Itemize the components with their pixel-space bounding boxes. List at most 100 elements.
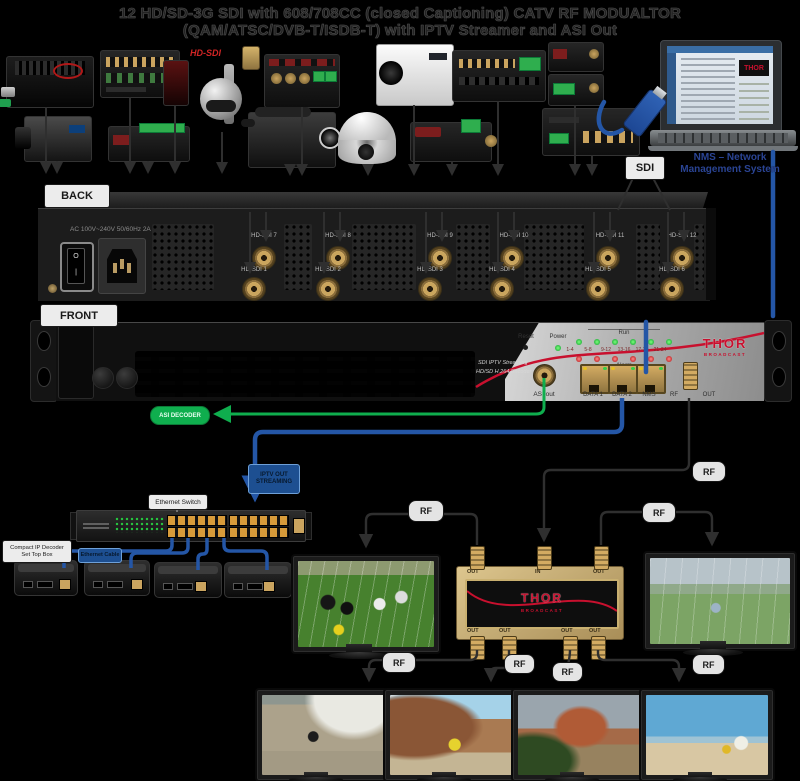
splitter-out-label: OUT	[467, 569, 479, 575]
splitter-out-connector	[470, 636, 485, 660]
sdi-input-label: HD-SDI 3	[417, 267, 443, 273]
bnc-input-4	[490, 277, 514, 301]
rf-label: RF	[692, 654, 725, 675]
splitter-out-label: OUT	[499, 628, 511, 634]
vent-grid	[352, 224, 416, 290]
switch-uplink-port	[293, 518, 305, 534]
bnc-connector	[299, 73, 310, 84]
stb-ethernet-port	[59, 579, 71, 590]
splitter-out-label: OUT	[593, 569, 605, 575]
vent-strip	[106, 87, 146, 92]
front-panel-tag: FRONT	[40, 304, 118, 327]
led-channel-label: 21-24	[653, 347, 667, 353]
splitter-brand: THOR	[521, 591, 563, 605]
red-badge	[553, 49, 567, 59]
reset-hole	[523, 345, 528, 350]
vent-grid	[636, 224, 660, 290]
thor-logo-screen: THOR	[739, 60, 769, 76]
thumb-screw	[92, 367, 114, 389]
tv-skate	[255, 688, 391, 781]
bnc-stub	[1, 87, 15, 97]
run-led-group-label: Run	[588, 329, 660, 338]
bnc-connector	[589, 83, 599, 93]
tv-screen-soccer	[298, 561, 434, 647]
red-logo-ring	[53, 63, 83, 79]
sdi-input-label: HD-SDI 1	[241, 267, 267, 273]
run-led	[666, 339, 672, 345]
bnc-input-2	[316, 277, 340, 301]
sdi-source-module-a	[548, 42, 604, 72]
nms-laptop-screen: THOR	[660, 40, 782, 132]
nms-caption-line2: Management System	[680, 164, 780, 175]
rf-label: RF	[552, 662, 583, 682]
bnc-input-5	[586, 277, 610, 301]
vent-grid	[152, 224, 214, 290]
ethernet-cable-label: Ethernet Cable	[78, 548, 122, 563]
sdi-source-box-camera-white	[376, 44, 454, 106]
camera-handle	[255, 107, 311, 117]
terminal-block	[553, 83, 575, 95]
rack-hole	[772, 367, 786, 387]
run-led	[594, 339, 600, 345]
back-panel-top-edge	[44, 192, 708, 209]
terminal-block	[461, 119, 481, 133]
splitter-out-label: OUT	[561, 628, 573, 634]
rf-label: RF	[408, 500, 444, 522]
alarm-led	[630, 356, 636, 362]
led-channel-label: 17-20	[635, 347, 649, 353]
connector-row	[459, 59, 515, 68]
run-led	[576, 339, 582, 345]
app-titlebar	[667, 46, 773, 53]
vent-strip	[459, 77, 539, 85]
splitter-out-connector	[470, 546, 485, 570]
pin	[113, 263, 117, 273]
back-panel-tag: BACK	[44, 184, 110, 208]
nms-caption-line1: NMS – Network	[693, 152, 767, 163]
rack-hole	[37, 367, 51, 387]
set-top-box	[224, 562, 292, 598]
app-table-rows	[739, 82, 769, 120]
bnc-input-9	[428, 246, 452, 270]
splitter-out-label: OUT	[467, 628, 479, 634]
bnc-input-3	[418, 277, 442, 301]
stb-caption-line2: Set Top Box	[21, 551, 53, 558]
app-sidebar	[667, 53, 676, 124]
sdi-input-label: HD-SDI 11	[595, 233, 625, 239]
laptop-front-lip	[648, 146, 798, 151]
run-led	[630, 339, 636, 345]
alarm-led	[648, 356, 654, 362]
sdi-source-slim-rack	[452, 50, 546, 102]
sdi-source-bnc-encoder	[264, 54, 340, 108]
tv-helicopter	[383, 688, 519, 781]
data2-label: DATA 2	[612, 392, 632, 398]
terminal-block	[549, 133, 569, 144]
led-channel-label: 9-12	[600, 347, 611, 353]
rf-label: RF	[504, 654, 535, 674]
asi-out-label: ASI out	[533, 391, 555, 398]
switch-led-matrix	[115, 517, 165, 533]
switch-ports-row	[167, 515, 227, 526]
splitter-out-connector	[594, 546, 609, 570]
bnc-connector	[485, 135, 497, 147]
rf-label: RF	[382, 652, 416, 673]
tv-soccer	[291, 554, 441, 654]
rf-label: RF	[642, 502, 676, 523]
reset-label: Reset	[518, 334, 534, 340]
ground-screw	[48, 284, 57, 293]
led-channel-labels: 1-4 5-8 9-12 13-16 17-20 21-24	[561, 347, 681, 355]
data2-port	[608, 364, 638, 394]
sdi-source-camcorder	[241, 107, 341, 168]
sdi-input-label: HD-SDI 12	[667, 233, 697, 239]
switch-brand	[83, 521, 109, 529]
run-led	[612, 339, 618, 345]
rocker: O|	[67, 248, 85, 284]
thor-logo-sub: BROADCAST	[703, 352, 747, 357]
sdi-source-gold-bnc-rack	[542, 108, 640, 156]
page-title-line2: (QAM/ATSC/DVB-T/ISDB-T) with IPTV Stream…	[182, 22, 618, 40]
alarm-led	[666, 356, 672, 362]
vent-grid	[524, 224, 584, 290]
bnc-input-8	[326, 246, 350, 270]
connector-row	[583, 131, 633, 143]
splitter-in-label: IN	[535, 569, 541, 575]
